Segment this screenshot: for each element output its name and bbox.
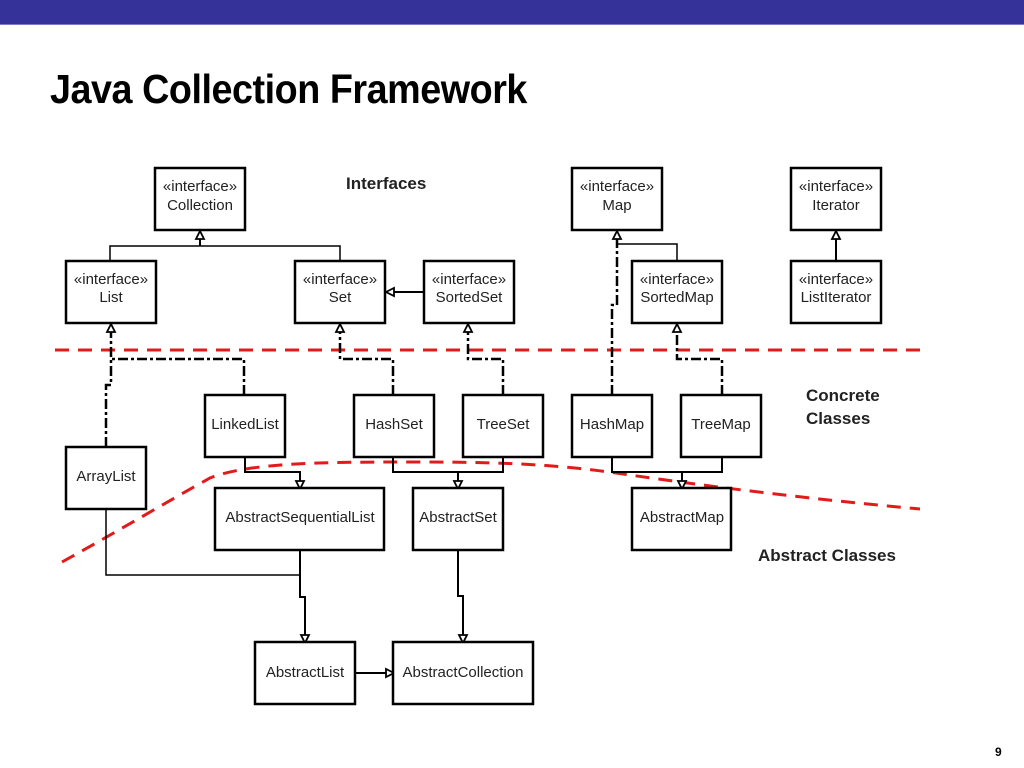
interface-map[interactable]: «interface» Map xyxy=(570,166,664,232)
box-label: AbstractSet xyxy=(419,509,497,526)
box-label: AbstractCollection xyxy=(403,664,524,681)
arrow-abstractcollection-left xyxy=(385,667,397,679)
edge-linkedlist-list xyxy=(111,357,246,395)
arrow-set xyxy=(383,286,395,298)
page-number: 9 xyxy=(995,745,1002,759)
interface-sortedmap[interactable]: «interface» SortedMap xyxy=(630,259,724,325)
class-abstractcollection[interactable]: AbstractCollection xyxy=(391,640,535,706)
interface-sortedset[interactable]: «interface» SortedSet xyxy=(422,259,516,325)
edge-hashmap-map xyxy=(610,238,619,395)
box-label: HashSet xyxy=(365,416,423,433)
interface-collection[interactable]: «interface» Collection xyxy=(153,166,247,232)
box-label: SortedSet xyxy=(436,289,504,306)
slide-title: Java Collection Framework xyxy=(50,66,527,112)
interface-set[interactable]: «interface» Set xyxy=(293,259,387,325)
abstract-boundary-line xyxy=(61,460,921,564)
arrow-abstractmap xyxy=(676,480,688,492)
header-bar xyxy=(0,0,1024,25)
box-label: LinkedList xyxy=(211,416,279,433)
class-abstractsequentiallist[interactable]: AbstractSequentialList xyxy=(213,486,386,552)
arrow-sortedset xyxy=(462,321,474,333)
stereotype-label: «interface» xyxy=(580,178,654,195)
class-arraylist[interactable]: ArrayList xyxy=(64,445,148,511)
class-linkedlist[interactable]: LinkedList xyxy=(203,393,287,459)
section-label-interfaces: Interfaces xyxy=(346,174,426,193)
edge-treeset-sortedset xyxy=(466,331,505,395)
edge-abstractset-abstractcollection xyxy=(457,550,464,636)
box-label: TreeMap xyxy=(691,416,750,433)
box-label: TreeSet xyxy=(477,416,531,433)
stereotype-label: «interface» xyxy=(640,271,714,288)
stereotype-label: «interface» xyxy=(799,271,873,288)
class-hashset[interactable]: HashSet xyxy=(352,393,436,459)
class-treeset[interactable]: TreeSet xyxy=(461,393,545,459)
edge-abstractsequentiallist-abstractlist xyxy=(299,550,306,636)
arrow-list xyxy=(105,321,117,333)
arrow-abstractsequentiallist xyxy=(294,480,306,492)
stereotype-label: «interface» xyxy=(163,178,237,195)
arrow-abstractset xyxy=(452,480,464,492)
arrow-collection xyxy=(194,228,206,240)
class-treemap[interactable]: TreeMap xyxy=(679,393,763,459)
interface-list[interactable]: «interface» List xyxy=(64,259,158,325)
edge-sortedmap-map xyxy=(617,243,678,262)
section-label-concrete-2: Classes xyxy=(806,409,870,428)
box-label: ListIterator xyxy=(801,289,872,306)
class-hashmap[interactable]: HashMap xyxy=(570,393,654,459)
box-label: AbstractList xyxy=(266,664,345,681)
box-label: Collection xyxy=(167,197,233,214)
stereotype-label: «interface» xyxy=(799,178,873,195)
stereotype-label: «interface» xyxy=(74,271,148,288)
edge-arraylist-list xyxy=(104,330,113,447)
arrow-sortedmap xyxy=(671,321,683,333)
section-label-abstract: Abstract Classes xyxy=(758,546,896,565)
interface-iterator[interactable]: «interface» Iterator xyxy=(789,166,883,232)
class-abstractset[interactable]: AbstractSet xyxy=(411,486,505,552)
arrow-map xyxy=(611,228,623,240)
box-label: Iterator xyxy=(812,197,860,214)
box-label: AbstractMap xyxy=(640,509,724,526)
interface-listiterator[interactable]: «interface» ListIterator xyxy=(789,259,883,325)
arrow-iterator xyxy=(830,228,842,240)
box-label: Set xyxy=(329,289,352,306)
arrow-set-impl xyxy=(334,321,346,333)
box-label: List xyxy=(99,289,123,306)
edge-treemap-sortedmap xyxy=(675,331,724,395)
edge-hashset-set xyxy=(338,331,395,395)
stereotype-label: «interface» xyxy=(432,271,506,288)
class-abstractmap[interactable]: AbstractMap xyxy=(630,486,733,552)
box-label: SortedMap xyxy=(640,289,713,306)
stereotype-label: «interface» xyxy=(303,271,377,288)
box-label: Map xyxy=(602,197,631,214)
arrow-abstractlist xyxy=(299,634,311,646)
edge-list-collection xyxy=(109,245,341,262)
box-label: HashMap xyxy=(580,416,644,433)
box-label: ArrayList xyxy=(76,468,136,485)
arrow-abstractcollection-top xyxy=(457,634,469,646)
box-label: AbstractSequentialList xyxy=(225,509,375,526)
class-abstractlist[interactable]: AbstractList xyxy=(253,640,357,706)
edge-arraylist-abstractlist xyxy=(105,510,300,576)
edge-maps-abstractmap xyxy=(611,457,723,482)
edge-linkedlist-abstractsequentiallist xyxy=(244,457,301,482)
section-label-concrete-1: Concrete xyxy=(806,386,880,405)
